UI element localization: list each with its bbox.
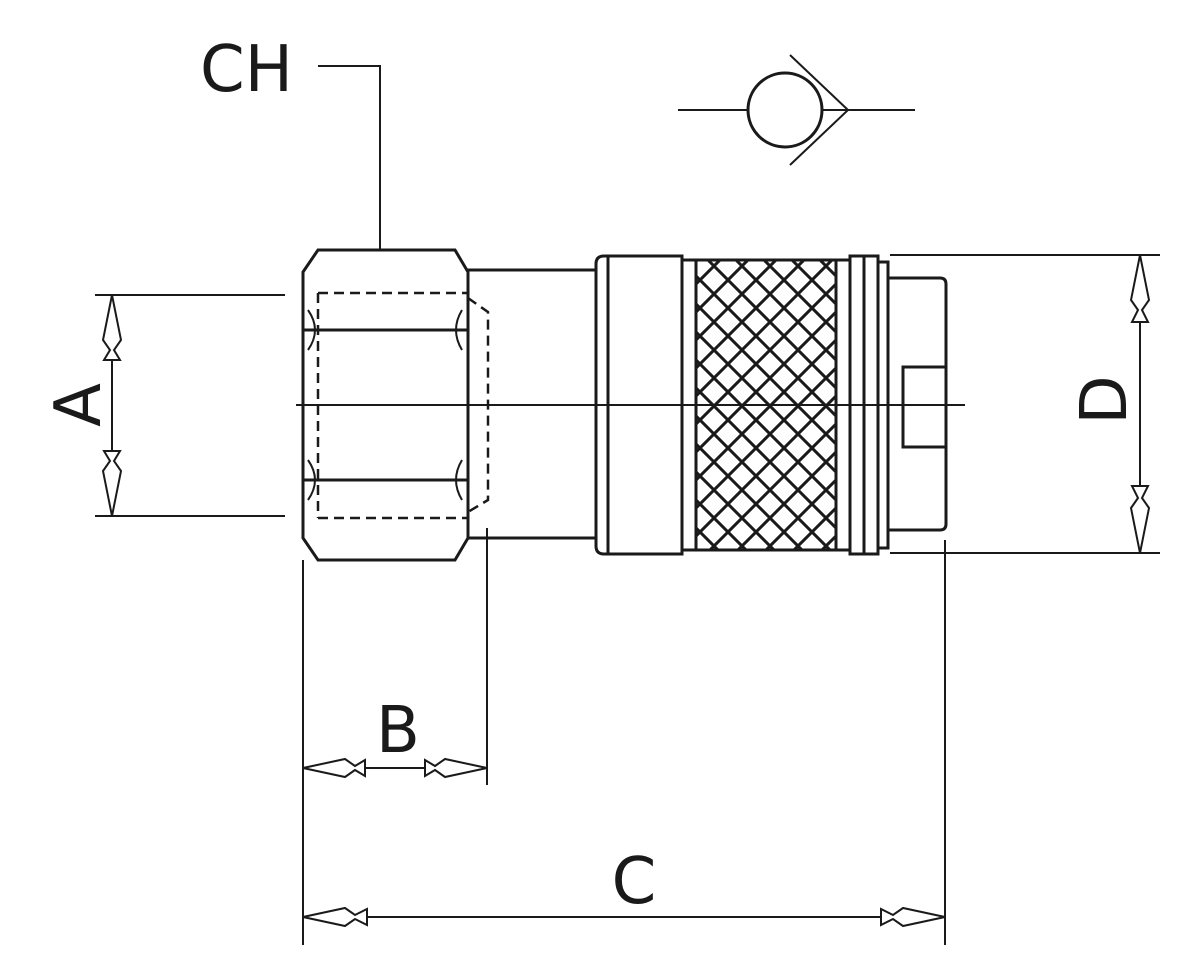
dimension-b: B (302, 528, 488, 945)
label-c: C (612, 845, 657, 919)
label-a: A (42, 383, 116, 427)
dimension-a: A (42, 294, 285, 517)
label-d: D (1068, 375, 1142, 424)
label-ch: CH (200, 33, 293, 107)
check-valve-symbol (678, 54, 915, 166)
dimension-d: D (890, 254, 1160, 554)
label-b: B (376, 694, 420, 768)
dimension-c: C (302, 540, 946, 945)
